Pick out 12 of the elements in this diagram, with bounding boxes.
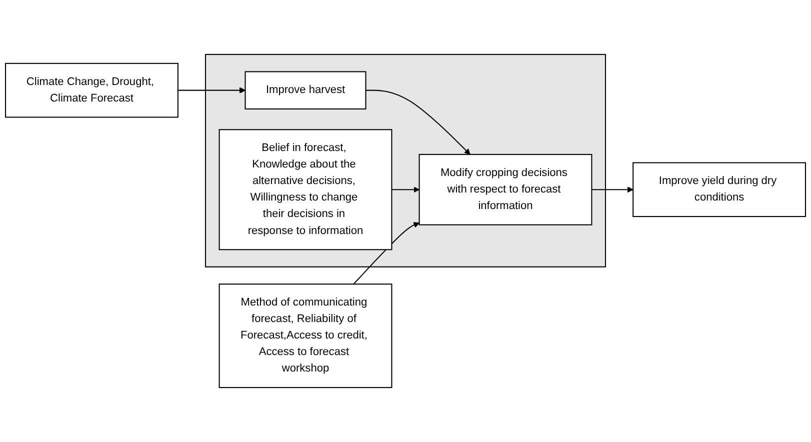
arrow bbox=[178, 87, 246, 94]
node-box: Modify cropping decisions with respect to forecast information bbox=[418, 154, 592, 226]
arrow bbox=[353, 222, 420, 284]
node-box: Belief in forecast, Knowledge about the alternative decisions, Willingness to change their decisions in response to information bbox=[218, 129, 392, 250]
arrow bbox=[392, 186, 420, 193]
node-box: Improve yield during dry conditions bbox=[632, 162, 806, 218]
arrow bbox=[366, 90, 470, 155]
arrow bbox=[592, 186, 634, 193]
node-box: Climate Change, Drought, Climate Forecast bbox=[5, 62, 178, 118]
node-box: Method of communicating forecast, Reliability of Forecast,Access to credit, Access to forecast workshop bbox=[218, 284, 392, 388]
cluster bbox=[205, 54, 606, 268]
node-box: Improve harvest bbox=[244, 71, 366, 110]
